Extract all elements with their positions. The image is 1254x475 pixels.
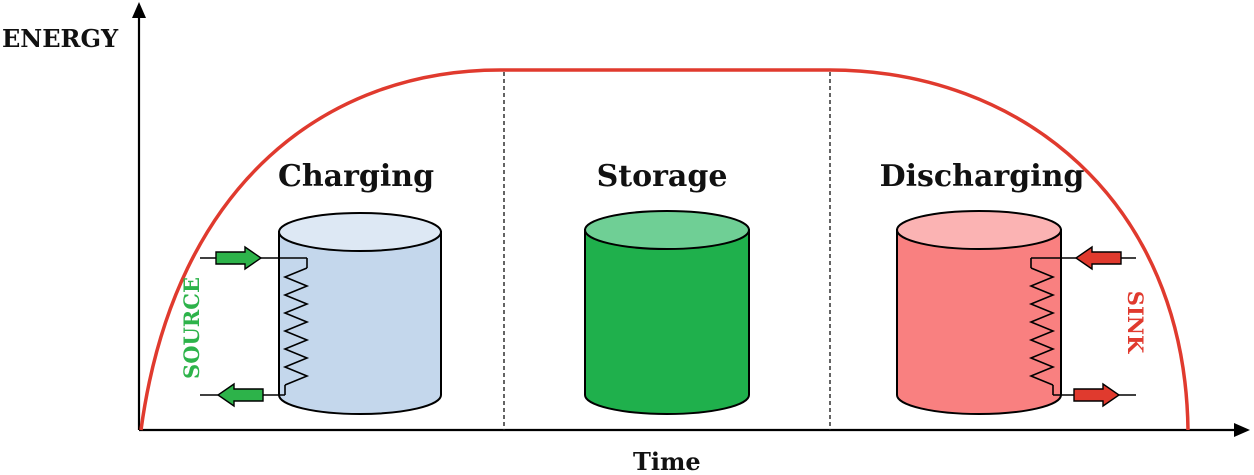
discharging-tank-top bbox=[896, 210, 1062, 250]
energy-curve bbox=[139, 68, 1190, 431]
charging-tank bbox=[278, 212, 442, 415]
charging-tank-body bbox=[278, 231, 442, 415]
sink-label: SINK bbox=[1123, 291, 1148, 354]
arrow-left-icon bbox=[1074, 245, 1122, 271]
storage-tank-body bbox=[584, 229, 750, 415]
arrow-left-icon bbox=[216, 382, 264, 408]
x-axis-label: Time bbox=[633, 447, 701, 475]
source-label: SOURCE bbox=[179, 277, 204, 379]
phase-label-storage: Storage bbox=[597, 159, 728, 194]
discharging-tank-body bbox=[896, 229, 1062, 415]
phase-label-charging: Charging bbox=[278, 159, 434, 194]
storage-tank-top bbox=[584, 210, 750, 250]
x-axis-arrowhead bbox=[1234, 423, 1250, 437]
arrow-right-icon bbox=[215, 245, 263, 271]
arrow-right-icon bbox=[1073, 382, 1121, 408]
y-axis-label: ENERGY bbox=[2, 24, 119, 53]
charging-tank-top bbox=[278, 212, 442, 252]
phase-label-discharging: Discharging bbox=[880, 159, 1085, 194]
storage-tank bbox=[584, 210, 750, 415]
y-axis-arrowhead bbox=[132, 2, 146, 18]
discharging-tank bbox=[896, 210, 1062, 415]
